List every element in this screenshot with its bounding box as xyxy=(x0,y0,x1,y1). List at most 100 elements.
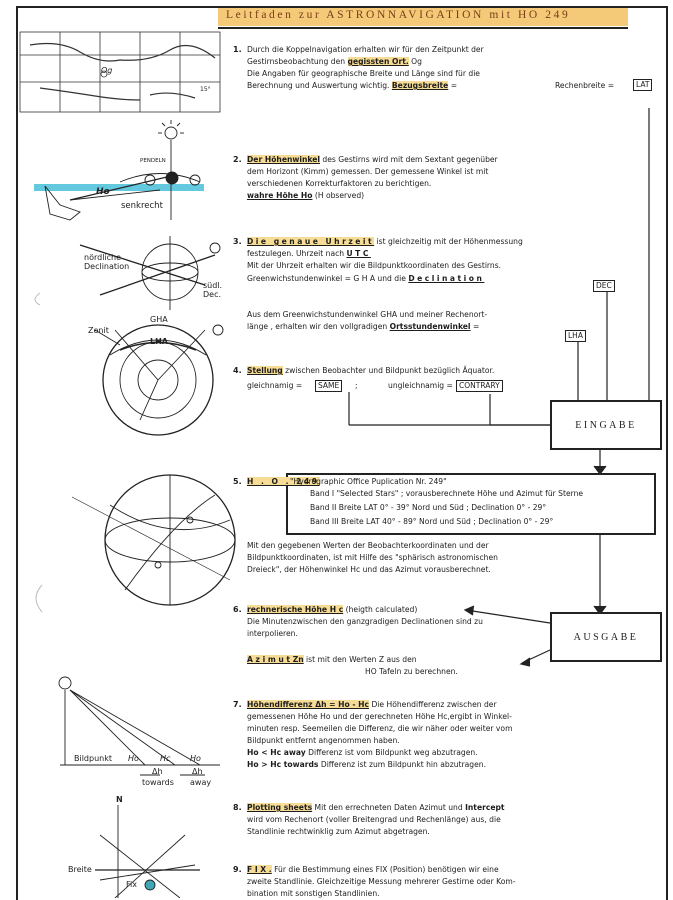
lha-label: LHA xyxy=(150,337,168,346)
item-3-line-6: länge , erhalten wir den vollgradigen Or… xyxy=(247,321,479,333)
item-3-line-1: Die genaue Uhrzeit ist gleichzeitig mit … xyxy=(247,236,523,248)
dec-box: DEC xyxy=(593,280,615,292)
item-1-number: 1. xyxy=(233,45,242,54)
wahre-hoehe-term: wahre Höhe Ho xyxy=(247,191,313,200)
item-9-line-3: bination mit sonstigen Standlinien. xyxy=(247,889,380,898)
item-3-number: 3. xyxy=(233,237,242,246)
ho-label-fig7: Ho xyxy=(128,754,139,763)
item-1-line-1: Durch die Koppelnavigation erhalten wir … xyxy=(247,45,484,54)
item-5-number: 5. xyxy=(233,477,242,486)
item-4-label-same: gleichnamig = xyxy=(247,381,303,390)
south-declination-label-2: Dec. xyxy=(203,290,222,299)
item-6-line-1: rechnerische Höhe H c (heigth calculated… xyxy=(247,604,417,616)
item-8-line-1: Plotting sheets Mit den errechneten Date… xyxy=(247,802,505,814)
stellung-term: Stellung xyxy=(247,366,283,375)
towards-label: towards xyxy=(142,778,174,787)
ho249-term: H . O . 249 xyxy=(247,477,320,486)
item-3-line-2-text: festzulegen. Uhrzeit nach xyxy=(247,249,347,258)
connector-arrows xyxy=(348,108,650,667)
item-3-line-4: Greenwichstundenwinkel = G H A und die D… xyxy=(247,273,484,285)
item-7-line-3: minuten resp. Seemeilen die Differenz, d… xyxy=(247,724,513,733)
equals: = xyxy=(470,322,480,331)
ho249-row-4: Band III Breite LAT 40° - 89° Nord und S… xyxy=(310,517,554,526)
dh-label-2: Δh xyxy=(192,767,203,776)
plotting-sheets-term: Plotting sheets xyxy=(247,803,313,812)
lat-box: LAT xyxy=(633,79,653,91)
ho249-row-2: Band I "Selected Stars" ; vorausberechne… xyxy=(310,489,584,498)
bezugsbreite-term: Bezugsbreite xyxy=(391,81,449,90)
rechnerische-hoehe-term: rechnerische Höhe H c xyxy=(247,605,344,614)
celestial-sphere xyxy=(71,474,236,606)
map-label-degree: 15° xyxy=(200,86,211,93)
item-3-line-6-text: länge , erhalten wir den vollgradigen xyxy=(247,322,390,331)
item-7-line-5-text: Differenz ist vom Bildpunkt weg abzutrag… xyxy=(305,748,478,757)
item-9-line-1: F I X . Für die Bestimmung eines FIX (Po… xyxy=(247,864,499,876)
item-2-line-1-text: des Gestirns wird mit dem Sextant gegenü… xyxy=(320,155,498,164)
item-4-label-contrary: ungleichnamig = xyxy=(388,381,453,390)
declination-globe xyxy=(79,236,221,310)
gegissten-ort-term: gegissten Ort. xyxy=(347,57,409,66)
ho249-box xyxy=(286,473,656,535)
item-1-line-3: Die Angaben für geographische Breite und… xyxy=(247,69,480,78)
lha-box: LHA xyxy=(565,330,586,342)
item-3-line-3: Mit der Uhrzeit erhalten wir die Bildpun… xyxy=(247,261,502,270)
declination-term: Declination xyxy=(408,274,485,283)
sextant-figure xyxy=(34,120,204,221)
senkrecht-label: senkrecht xyxy=(121,201,163,211)
ortsstundenwinkel-term: Ortsstundenwinkel xyxy=(389,322,471,331)
ho249-code: H . O . 249 xyxy=(247,476,320,488)
ausgabe-box: AUSGABE xyxy=(550,612,662,662)
item-9-line-1-text: Für die Bestimmung eines FIX (Position) … xyxy=(271,865,499,874)
fix-term: F I X . xyxy=(247,865,272,874)
og-term: Og xyxy=(408,57,422,66)
item-7-line-5: Ho < Hc away Differenz ist vom Bildpunkt… xyxy=(247,747,478,759)
item-1-line-2-text: Gestirnsbeobachtung den xyxy=(247,57,348,66)
item-2-line-3: verschiedenen Korrekturfaktoren zu beric… xyxy=(247,179,432,188)
bildpunkt-label: Bildpunkt xyxy=(74,754,112,763)
item-8-line-3: Standlinie rechtwinklig zum Azimut abget… xyxy=(247,827,430,836)
item-7-line-4: Bildpunkt entfernt angenommen haben. xyxy=(247,736,400,745)
item-4-line-1-text: zwischen Beobachter und Bildpunkt bezügl… xyxy=(282,366,495,375)
same-box: SAME xyxy=(315,380,343,392)
item-5-para-1: Mit den gegebenen Werten der Beobachterk… xyxy=(247,541,489,550)
away-label: away xyxy=(190,778,212,787)
item-3-line-5: Aus dem Greenwichstundenwinkel GHA und m… xyxy=(247,310,488,319)
item-7-line-6-text: Differenz ist zum Bildpunkt hin abzutrag… xyxy=(318,760,486,769)
gha-label: GHA xyxy=(150,315,168,324)
item-3-line-2: festzulegen. Uhrzeit nach UTC xyxy=(247,248,371,260)
gha-lha-globe xyxy=(94,324,224,436)
hc-towards-term: Hc towards xyxy=(270,760,319,769)
item-7-line-1-text: Die Höhendifferenz zwischen der xyxy=(369,700,497,709)
item-2-line-1: Der Höhenwinkel des Gestirns wird mit de… xyxy=(247,154,498,166)
fix-label: Fix xyxy=(126,880,137,889)
item-4-number: 4. xyxy=(233,366,242,375)
item-7-line-1: Höhendifferenz Δh = Ho - Hc Die Höhendif… xyxy=(247,699,497,711)
item-8-line-1-text: Mit den errechneten Daten Azimut und xyxy=(312,803,466,812)
ho-term: Ho xyxy=(247,760,259,769)
ho249-row-1: "Hydrographic Office Puplication Nr. 249… xyxy=(290,477,447,486)
item-6-line-4-text: ist mit den Werten Z aus den xyxy=(303,655,417,664)
map-label-og: Og xyxy=(101,66,113,75)
greater-than: > xyxy=(258,760,271,769)
item-3-line-1-text: ist gleichzeitig mit der Höhenmessung xyxy=(374,237,523,246)
eingabe-box: EINGABE xyxy=(550,400,662,450)
item-6-line-1-text: (heigth calculated) xyxy=(343,605,418,614)
hc-away-term: Hc away xyxy=(270,748,306,757)
item-8-line-2: wird vom Rechenort (voller Breitengrad u… xyxy=(247,815,501,824)
equals: = xyxy=(448,81,458,90)
item-3-line-4-text: Greenwichstundenwinkel = G H A und die xyxy=(247,274,409,283)
item-1-line-2: Gestirnsbeobachtung den gegissten Ort. O… xyxy=(247,56,422,68)
title-underline xyxy=(218,27,628,29)
item-6-number: 6. xyxy=(233,605,242,614)
ho-label-fig7-b: Ho xyxy=(190,754,201,763)
azimut-term: A z i m u t Zn xyxy=(247,655,304,664)
item-5-para-3: Dreieck", der Höhenwinkel Hc und das Azi… xyxy=(247,565,491,574)
item-6-line-2: Die Minutenzwischen den ganzgradigen Dec… xyxy=(247,617,483,626)
north-declination-label-1: nördliche xyxy=(84,253,122,262)
item-7-line-2: gemessenen Höhe Ho und der gerechneten H… xyxy=(247,712,512,721)
ho-term: Ho xyxy=(247,748,259,757)
dh-label-1: Δh xyxy=(152,767,163,776)
item-5-para-2: Bildpunktkoordinaten, ist mit Hilfe des … xyxy=(247,553,498,562)
item-4-separator: ; xyxy=(355,381,358,390)
fix-figure xyxy=(95,805,200,898)
